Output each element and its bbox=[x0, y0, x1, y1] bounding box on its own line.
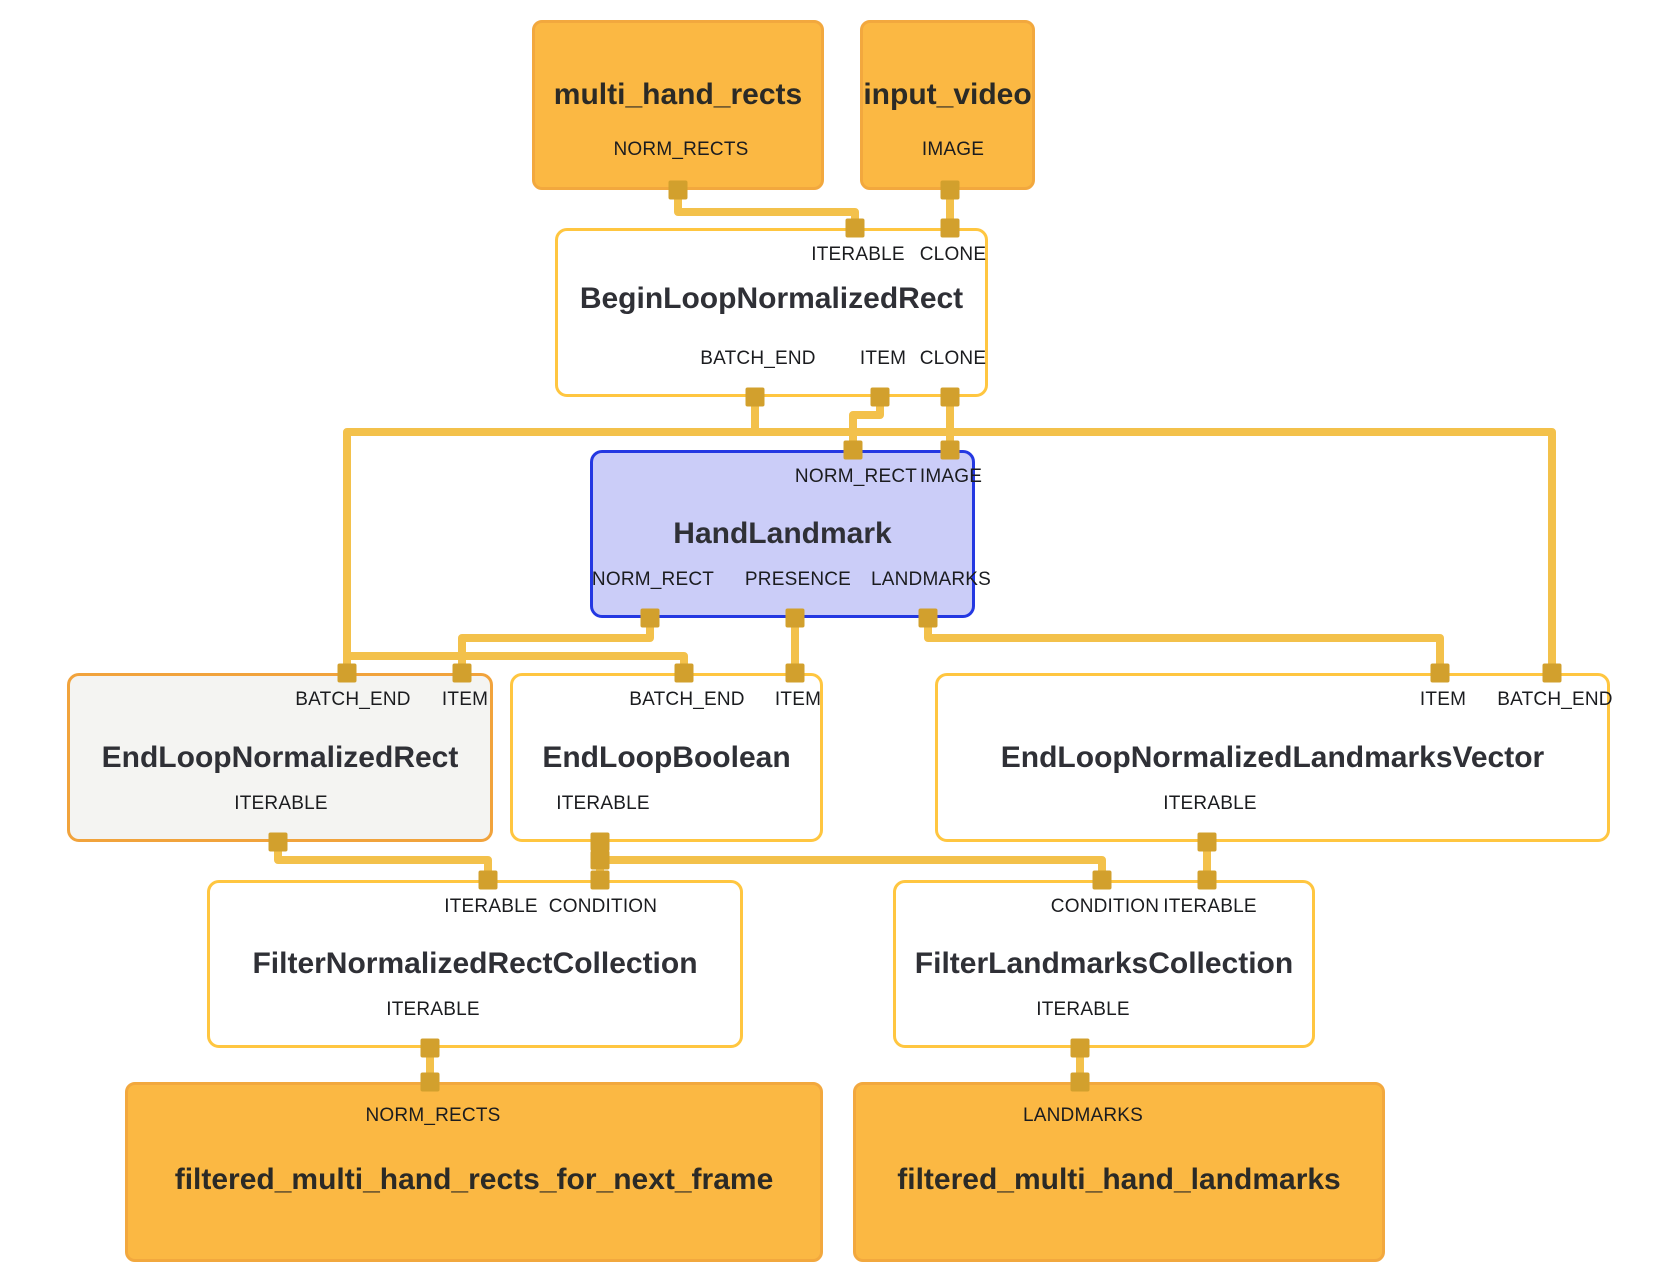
port-label-image: IMAGE bbox=[921, 139, 985, 160]
port-label-item: ITEM bbox=[859, 348, 907, 369]
port-label-iterable: ITERABLE bbox=[811, 244, 905, 265]
node-title: filtered_multi_hand_rects_for_next_frame bbox=[174, 1163, 774, 1197]
port-label-condition: CONDITION bbox=[1050, 896, 1160, 917]
port-label-clone-out: CLONE bbox=[919, 348, 987, 369]
node-begin-loop-normalized-rect[interactable]: ITERABLE CLONE BeginLoopNormalizedRect B… bbox=[555, 228, 988, 397]
port-label-presence: PRESENCE bbox=[744, 569, 852, 590]
port-label-image-in: IMAGE bbox=[919, 466, 983, 487]
port-label-iterable-out: ITERABLE bbox=[386, 999, 480, 1020]
node-title: BeginLoopNormalizedRect bbox=[579, 282, 964, 316]
node-title: EndLoopNormalizedRect bbox=[101, 740, 459, 774]
node-input-video[interactable]: input_video IMAGE bbox=[860, 20, 1035, 190]
port-label-iterable: ITERABLE bbox=[1163, 793, 1257, 814]
edge-batch-end-branch-boolean bbox=[347, 652, 688, 671]
node-title: input_video bbox=[863, 78, 1032, 112]
port-label-iterable-in: ITERABLE bbox=[444, 896, 538, 917]
edge-endlooprect-iterable-to-filter bbox=[274, 840, 492, 878]
edge-endloopbool-iterable-branch bbox=[600, 856, 1106, 878]
port-label-batch-end: BATCH_END bbox=[629, 689, 745, 710]
port-label-item: ITEM bbox=[1419, 689, 1467, 710]
node-title: multi_hand_rects bbox=[553, 78, 803, 112]
node-title: filtered_multi_hand_landmarks bbox=[897, 1163, 1341, 1197]
port-label-norm-rect-out: NORM_RECT bbox=[591, 569, 715, 590]
port-label-landmarks: LANDMARKS bbox=[870, 569, 992, 590]
port-label-item: ITEM bbox=[774, 689, 822, 710]
port-label-iterable-out: ITERABLE bbox=[1036, 999, 1130, 1020]
node-filter-normalized-rect-collection[interactable]: ITERABLE CONDITION FilterNormalizedRectC… bbox=[207, 880, 743, 1048]
port-label-batch-end: BATCH_END bbox=[700, 348, 816, 369]
node-filtered-multi-hand-rects-for-next-frame[interactable]: NORM_RECTS filtered_multi_hand_rects_for… bbox=[125, 1082, 823, 1262]
port-label-norm-rects: NORM_RECTS bbox=[613, 139, 749, 160]
port-label-norm-rects: NORM_RECTS bbox=[365, 1105, 501, 1126]
node-end-loop-normalized-rect[interactable]: BATCH_END ITEM EndLoopNormalizedRect ITE… bbox=[67, 673, 493, 842]
node-multi-hand-rects[interactable]: multi_hand_rects NORM_RECTS bbox=[532, 20, 824, 190]
node-hand-landmark[interactable]: NORM_RECT IMAGE HandLandmark NORM_RECT P… bbox=[590, 450, 991, 618]
node-title: EndLoopNormalizedLandmarksVector bbox=[1000, 740, 1545, 774]
node-title: HandLandmark bbox=[673, 517, 892, 550]
port-label-clone-in: CLONE bbox=[919, 244, 987, 265]
port-label-landmarks: LANDMARKS bbox=[1022, 1105, 1144, 1126]
node-end-loop-normalized-landmarks-vector[interactable]: ITEM BATCH_END EndLoopNormalizedLandmark… bbox=[935, 673, 1613, 842]
node-filter-landmarks-collection[interactable]: CONDITION ITERABLE FilterLandmarksCollec… bbox=[893, 880, 1315, 1048]
node-title: FilterLandmarksCollection bbox=[914, 947, 1294, 980]
port-label-item: ITEM bbox=[441, 689, 489, 710]
edge-norm-rect-to-endloop-item bbox=[458, 616, 654, 671]
node-end-loop-boolean[interactable]: BATCH_END ITEM EndLoopBoolean ITERABLE bbox=[510, 673, 823, 842]
port-label-norm-rect-in: NORM_RECT bbox=[794, 466, 918, 487]
edge-landmarks-to-endloop-item bbox=[924, 616, 1444, 671]
port-label-batch-end: BATCH_END bbox=[295, 689, 411, 710]
port-label-condition: CONDITION bbox=[548, 896, 658, 917]
node-title: FilterNormalizedRectCollection bbox=[252, 947, 698, 980]
edge-item-to-norm-rect bbox=[849, 395, 884, 448]
port-label-iterable: ITERABLE bbox=[556, 793, 650, 814]
port-label-iterable-in: ITERABLE bbox=[1163, 896, 1257, 917]
node-filtered-multi-hand-landmarks[interactable]: LANDMARKS filtered_multi_hand_landmarks bbox=[853, 1082, 1385, 1262]
port-label-iterable: ITERABLE bbox=[234, 793, 328, 814]
node-title: EndLoopBoolean bbox=[542, 740, 791, 774]
edge-norm-rects-to-iterable bbox=[674, 188, 859, 230]
port-label-batch-end: BATCH_END bbox=[1497, 689, 1613, 710]
